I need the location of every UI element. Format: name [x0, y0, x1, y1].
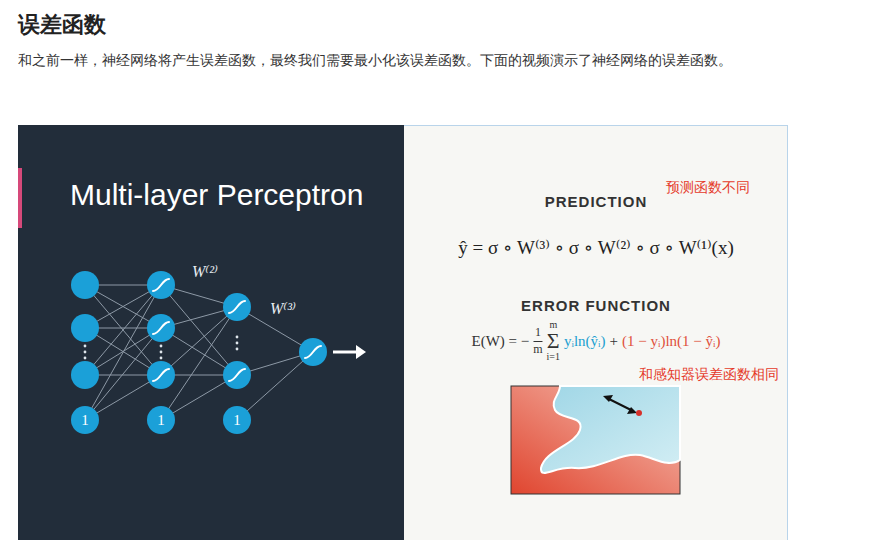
formula-part: (1 − yᵢ)ln(1 − ŷᵢ) [622, 333, 720, 350]
ellipsis-dots [84, 336, 239, 360]
denominator: m [533, 343, 542, 356]
node-text: 1 [233, 413, 241, 428]
neuron-circles-part [147, 361, 175, 389]
boundary-illustration-part [609, 399, 631, 410]
network-lines-part [237, 352, 313, 420]
neuron-circles-part [71, 361, 99, 389]
bias-node: 1 [71, 406, 99, 434]
fraction-bar [533, 341, 542, 342]
boundary-illustration-part [511, 386, 680, 494]
network-lines-part [85, 285, 161, 420]
formula-part: + [610, 333, 618, 350]
sigmoid-symbols-part [153, 279, 169, 291]
node-text: 1 [81, 413, 89, 428]
weight-label: W⁽²⁾ [190, 262, 220, 281]
accent-bar [18, 168, 22, 228]
boundary-illustration [511, 386, 680, 494]
boundary-illustration-part [627, 407, 637, 414]
output-arrow [333, 345, 366, 359]
neuron-circles-part [223, 293, 251, 321]
sigmoid-symbols-part [229, 301, 245, 313]
formula-part: yᵢln(ŷᵢ) [564, 333, 606, 350]
sigmoid-symbols-part [305, 346, 321, 358]
ellipsis-dots-part [236, 342, 239, 345]
annotation-note: 预测函数不同 [666, 179, 750, 197]
intro-paragraph: 和之前一样，神经网络将产生误差函数，最终我们需要最小化该误差函数。下面的视频演示… [18, 46, 793, 74]
neuron-circles-part [299, 338, 327, 366]
boundary-illustration-part [603, 395, 613, 402]
summation: mΣi=1 [547, 320, 560, 362]
ellipsis-dots-part [84, 351, 87, 354]
sum-sign: Σ [547, 330, 560, 352]
network-lines [85, 285, 313, 420]
annotation-note: 和感知器误差函数相同 [639, 366, 779, 384]
node-text: 1 [157, 413, 165, 428]
neuron-circles [71, 271, 327, 389]
error-formula: E(W) = −1mmΣi=1yᵢln(ŷᵢ)+(1 − yᵢ)ln(1 − ŷ… [471, 320, 720, 362]
sigmoid-symbols-part [153, 369, 169, 381]
ellipsis-dots-part [84, 357, 87, 360]
section-heading: ERROR FUNCTION [521, 297, 671, 314]
numerator: 1 [535, 326, 541, 339]
ellipsis-dots-part [160, 351, 163, 354]
ellipsis-dots-part [160, 357, 163, 360]
sum-upper: m [549, 320, 557, 330]
boundary-illustration-part [541, 386, 680, 473]
network-lines-part [161, 307, 237, 375]
neuron-circles-part [71, 314, 99, 342]
sigmoid-symbols-part [229, 369, 245, 381]
sigmoid-symbols [153, 279, 321, 381]
ellipsis-dots-part [236, 348, 239, 351]
output-arrow-part [356, 345, 366, 359]
neuron-circles-part [147, 314, 175, 342]
neuron-circles-part [223, 361, 251, 389]
page-heading: 误差函数 [18, 10, 106, 40]
ellipsis-dots-part [236, 336, 239, 339]
neuron-circles-part [71, 271, 99, 299]
slide-title: Multi-layer Perceptron [70, 178, 363, 212]
boundary-illustration-part [636, 410, 642, 416]
formula-part: E(W) = − [471, 333, 529, 350]
fraction: 1m [533, 326, 542, 355]
ellipsis-dots-part [160, 345, 163, 348]
sum-lower: i=1 [547, 352, 560, 362]
sigmoid-symbols-part [153, 322, 169, 334]
ellipsis-dots-part [84, 345, 87, 348]
output-arrow-part [333, 351, 358, 354]
bias-node: 1 [223, 406, 251, 434]
prediction-formula: ŷ = σ ∘ W⁽³⁾ ∘ σ ∘ W⁽²⁾ ∘ σ ∘ W⁽¹⁾(x) [458, 236, 734, 259]
bias-node: 1 [147, 406, 175, 434]
section-heading: PREDICTION [545, 193, 648, 210]
weight-label: W⁽³⁾ [268, 299, 298, 318]
neuron-circles-part [147, 271, 175, 299]
